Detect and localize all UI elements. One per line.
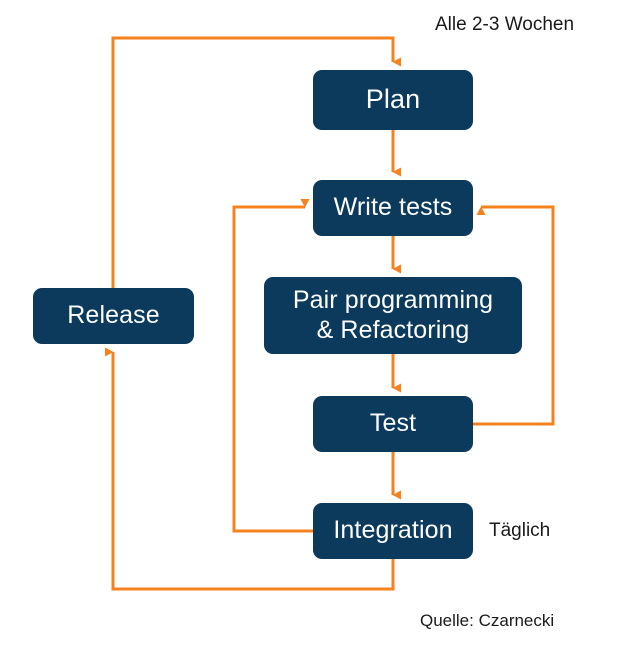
caption-daily-cadence: Täglich [489,520,551,541]
connector-test-back-to-write-tests [473,205,555,426]
node-pair-programming-refactoring-label: Pair programming & Refactoring [292,286,494,344]
node-release-label: Release [67,301,160,330]
node-write-tests-label: Write tests [333,193,453,222]
node-plan-label: Plan [365,84,421,115]
node-test[interactable]: Test [313,396,473,452]
connector-integration-to-write-tests [232,199,313,533]
connector-release-to-plan [111,36,401,288]
node-write-tests[interactable]: Write tests [313,180,473,236]
node-integration-label: Integration [333,516,453,545]
caption-source-credit: Quelle: Czarnecki [420,611,555,630]
caption-cycle-cadence: Alle 2-3 Wochen [435,14,575,35]
connector-integration-to-release [105,347,395,591]
node-release[interactable]: Release [33,288,194,344]
node-integration[interactable]: Integration [313,503,473,559]
node-plan[interactable]: Plan [313,70,473,130]
node-pair-programming-refactoring[interactable]: Pair programming & Refactoring [264,277,522,354]
node-test-label: Test [369,409,417,438]
